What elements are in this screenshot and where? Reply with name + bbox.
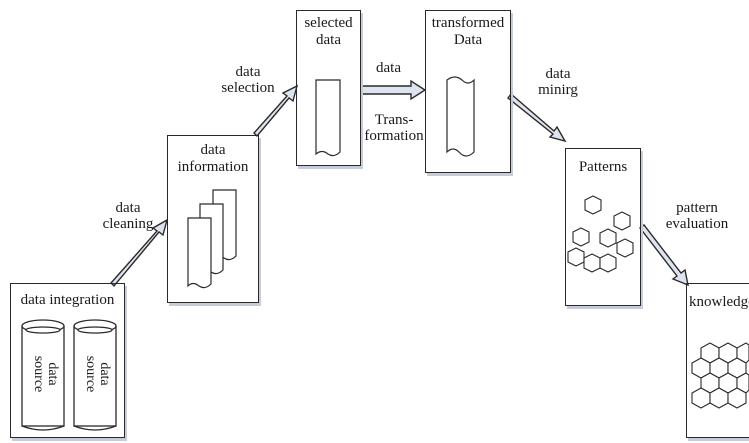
stage-title: transformed Data xyxy=(431,15,505,48)
stage-title: Patterns xyxy=(578,159,628,175)
documents-stack-icon xyxy=(187,189,237,289)
database-cylinder-icons xyxy=(21,319,117,431)
label-data-cleaning: data cleaning xyxy=(102,200,154,232)
stage-transformed-data: transformed Data xyxy=(425,10,511,173)
label-data-mining: data minirg xyxy=(538,66,578,98)
knowledge-honeycomb-icon xyxy=(691,342,749,409)
data-source-label: data source xyxy=(31,355,60,393)
arrow-data-cleaning xyxy=(110,218,169,288)
document-icon-selected xyxy=(315,79,341,157)
arrow-data-transformation xyxy=(360,79,427,101)
arrow-data-selection xyxy=(253,84,299,138)
document-icon-transformed xyxy=(446,76,475,157)
label-pattern-evaluation: pattern evaluation xyxy=(665,200,729,232)
stage-title: data integration xyxy=(20,292,115,308)
stage-title: knowledge xyxy=(689,294,749,310)
stage-title: data information xyxy=(177,142,249,175)
stage-data-information: data information xyxy=(167,135,259,303)
arrow-pattern-evaluation xyxy=(639,224,689,287)
stage-title: selected data xyxy=(304,15,353,48)
stage-knowledge: knowledge xyxy=(686,283,749,438)
label-data-selection: data selection xyxy=(221,64,275,96)
arrow-data-mining xyxy=(507,92,567,143)
stage-selected-data: selected data xyxy=(296,10,361,166)
pattern-hexagons-icon xyxy=(567,195,634,273)
label-data: data xyxy=(376,60,401,76)
stage-patterns: Patterns xyxy=(565,148,641,306)
data-source-label: data source xyxy=(83,355,112,393)
label-transformation: Trans- formation xyxy=(364,112,424,144)
stage-data-integration: data integration xyxy=(10,283,125,438)
